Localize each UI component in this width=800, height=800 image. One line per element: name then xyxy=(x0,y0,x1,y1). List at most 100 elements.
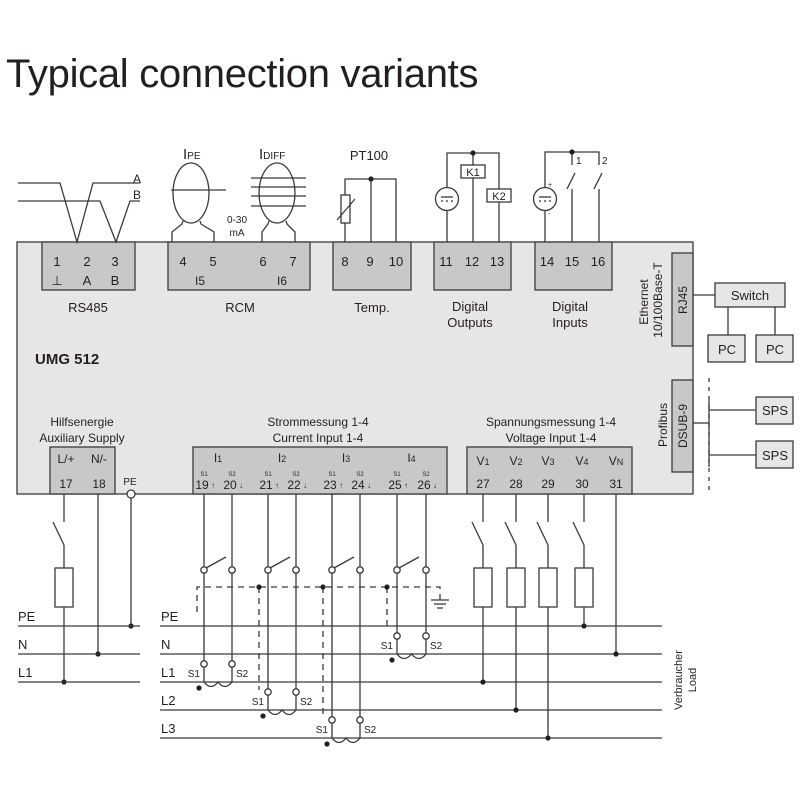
ct-s1-mini-label: S1 xyxy=(264,472,272,478)
voltage-disconnect-switch xyxy=(572,521,585,546)
rs485-terminal-1-ground: ⊥ xyxy=(51,273,62,288)
dsub9-label: DSUB-9 xyxy=(676,404,690,448)
current-channel-label: I2 xyxy=(278,451,286,465)
rj45-port xyxy=(671,252,694,347)
rs485-terminal-2: 2 xyxy=(83,254,90,269)
digital-inputs-label-1: Digital xyxy=(552,299,588,314)
ct-s1-label: S1 xyxy=(188,669,201,680)
current-terminal-s1: 25 xyxy=(388,478,402,492)
dsub9-port xyxy=(671,379,694,473)
rcm-terminal-4: 4 xyxy=(179,254,186,269)
ipe-label: IPE xyxy=(183,146,201,163)
rs485-terminal-1: 1 xyxy=(53,254,60,269)
rcm-range-value: 0-30 xyxy=(227,215,247,226)
arrow-down-icon: ↓ xyxy=(303,481,307,490)
voltage-junction xyxy=(513,707,519,713)
temp-terminal-block xyxy=(332,241,412,291)
shorting-switch-contact xyxy=(422,566,430,574)
ct-s2-mini-label: S2 xyxy=(228,472,236,478)
rcm-label: RCM xyxy=(225,300,255,315)
di-switch-2-label: 2 xyxy=(602,156,608,167)
relay-k2-label: K2 xyxy=(492,191,505,203)
ground-dashed-wiring xyxy=(196,586,441,718)
voltage-junction xyxy=(581,623,587,629)
arrow-up-icon: ↑ xyxy=(339,481,343,490)
voltage-terminal-number: 27 xyxy=(476,477,490,491)
current-channel-label: I3 xyxy=(342,451,350,465)
voltage-input-terminal-block xyxy=(466,446,633,495)
right-bus-label: L1 xyxy=(161,665,175,680)
current-terminal-s2: 26 xyxy=(417,478,431,492)
ct-s2-mini-label: S2 xyxy=(422,472,430,478)
load-label-en: Load xyxy=(687,668,699,692)
di-switch-1-label: 1 xyxy=(576,156,582,167)
neutral-junction xyxy=(613,651,619,657)
voltage-terminal-number: 28 xyxy=(509,477,523,491)
voltage-channel-label: V4 xyxy=(575,454,588,468)
digital-outputs-label-1: Digital xyxy=(452,299,488,314)
voltage-disconnect-switch xyxy=(504,521,517,546)
ct-polarity-dot xyxy=(324,741,330,747)
ct-s1-label: S1 xyxy=(381,641,394,652)
voltage-input-wiring xyxy=(471,494,619,741)
voltage-channel-label: VN xyxy=(609,454,624,468)
ethernet-label-2: 10/100Base-T xyxy=(651,262,665,338)
network-switch-box xyxy=(714,282,786,308)
voltage-disconnect-switch xyxy=(471,521,484,546)
rs485-label: RS485 xyxy=(68,300,108,315)
rs485-wiring xyxy=(18,182,140,245)
rs485-terminal-3: 3 xyxy=(111,254,118,269)
ct-s1-label: S1 xyxy=(252,697,265,708)
current-terminal-s2: 20 xyxy=(223,478,237,492)
rs485-terminal-block xyxy=(41,241,136,291)
right-bus-label: N xyxy=(161,637,170,652)
aux-terminal-l-name: L/+ xyxy=(57,452,74,466)
rs485-bus-label-b: B xyxy=(133,188,141,202)
ct-polarity-dot xyxy=(196,685,202,691)
ethernet-wiring xyxy=(693,282,794,363)
left-bus-label: PE xyxy=(18,609,36,624)
left-bus-label: N xyxy=(18,637,27,652)
rcm-range-unit: mA xyxy=(230,228,245,239)
ct-terminal xyxy=(228,660,236,668)
ct-polarity-dot xyxy=(260,713,266,719)
rcm-channel-i6: I6 xyxy=(277,274,287,288)
shorting-switch-contact xyxy=(228,566,236,574)
voltage-fuse xyxy=(473,567,493,608)
voltage-junction xyxy=(545,735,551,741)
ct-s1-label: S1 xyxy=(316,725,329,736)
rcm-terminal-block xyxy=(167,241,311,291)
arrow-up-icon: ↑ xyxy=(275,481,279,490)
current-channel-label: I4 xyxy=(407,451,415,465)
temp-terminal-8: 8 xyxy=(341,254,348,269)
sps-box-2 xyxy=(755,440,794,469)
digital-inputs-label-2: Inputs xyxy=(552,315,588,330)
ct-s1-mini-label: S1 xyxy=(200,472,208,478)
ct-terminal xyxy=(393,632,401,640)
right-bus-label: PE xyxy=(161,609,179,624)
pc-2-label: PC xyxy=(766,342,784,357)
pe-terminal-label: PE xyxy=(123,477,137,488)
voltage-channel-label: V2 xyxy=(509,454,522,468)
arrow-down-icon: ↓ xyxy=(239,481,243,490)
do-terminal-11: 11 xyxy=(439,254,453,269)
right-bus-label: L3 xyxy=(161,721,175,736)
ct-coil xyxy=(203,667,233,688)
voltage-terminal-number: 30 xyxy=(575,477,589,491)
voltage-input-label-en: Voltage Input 1-4 xyxy=(506,431,597,445)
di-terminal-15: 15 xyxy=(565,254,579,269)
current-channel-label: I1 xyxy=(214,451,222,465)
page-title: Typical connection variants xyxy=(6,52,479,96)
ct-s2-label: S2 xyxy=(236,669,249,680)
pc-box-2 xyxy=(755,334,794,363)
voltage-junction xyxy=(480,679,486,685)
arrow-up-icon: ↑ xyxy=(211,481,215,490)
ethernet-label-1: Ethernet xyxy=(637,279,651,325)
left-bus-lines xyxy=(18,625,140,683)
shorting-switch-contact xyxy=(356,566,364,574)
voltage-channel-label: V3 xyxy=(541,454,554,468)
temp-label: Temp. xyxy=(354,300,389,315)
rcm-terminal-6: 6 xyxy=(259,254,266,269)
ct-s1-mini-label: S1 xyxy=(393,472,401,478)
